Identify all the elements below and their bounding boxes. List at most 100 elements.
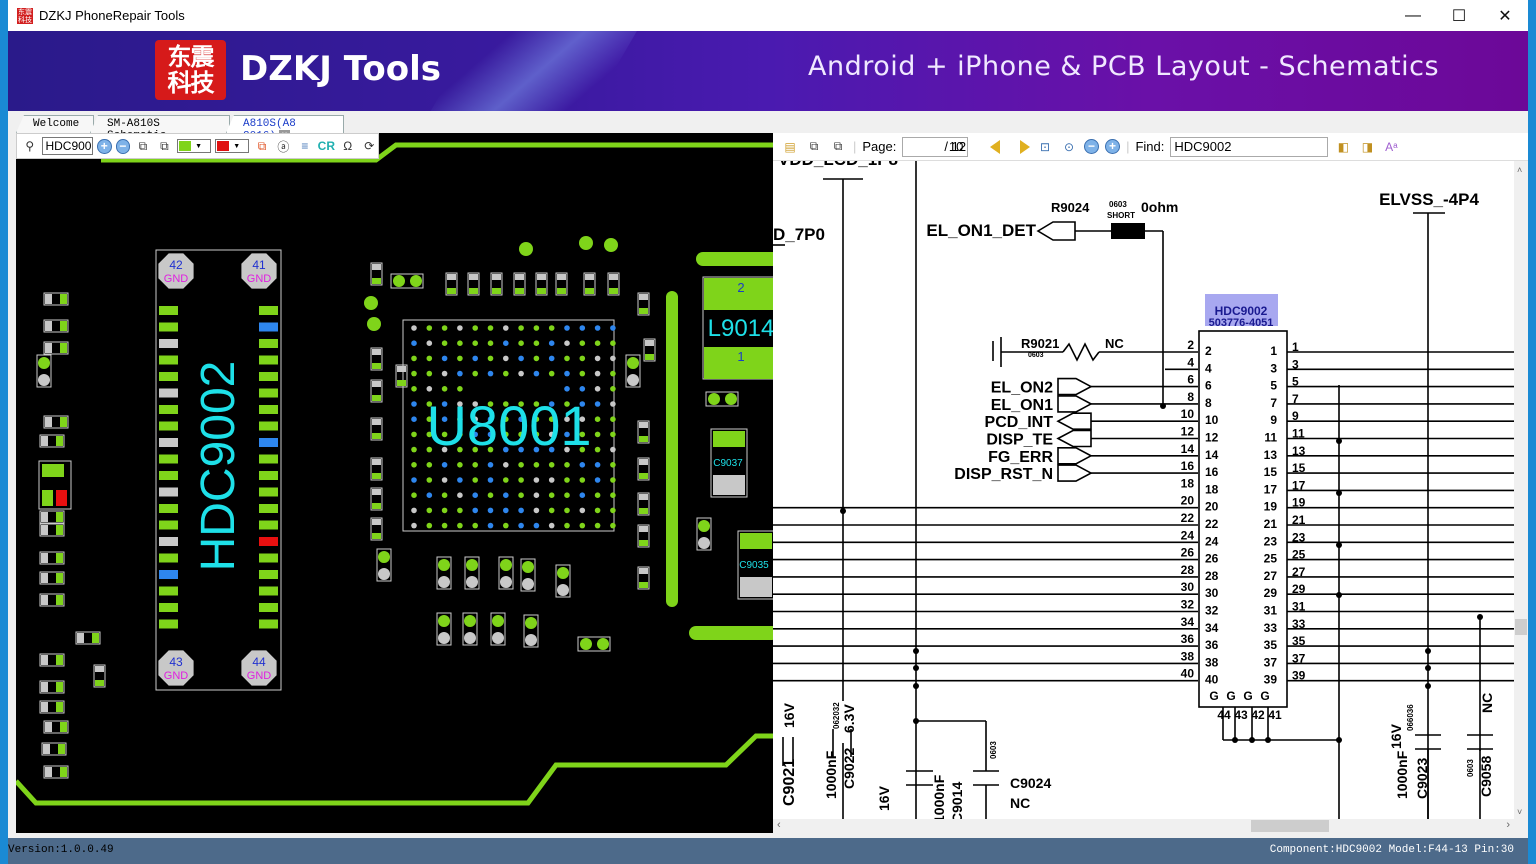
bga-ball	[548, 507, 555, 514]
close-tab-icon[interactable]: ✕	[279, 130, 291, 133]
text-a-icon[interactable]: ⓐ	[277, 139, 290, 154]
layers-icon[interactable]: ⧉	[257, 138, 267, 153]
junction-dot	[1477, 614, 1483, 620]
connector-pad	[259, 322, 278, 332]
find-prev-icon[interactable]: ◧	[1337, 139, 1350, 154]
bga-ball	[594, 462, 601, 468]
tab-welcome[interactable]: Welcome	[16, 115, 94, 133]
horizontal-scrollbar[interactable]: ‹ ›	[773, 819, 1528, 833]
find-input[interactable]: HDC9002	[1170, 136, 1329, 157]
close-button[interactable]: ✕	[1498, 7, 1512, 25]
pin-number-outer: 36	[1181, 632, 1195, 646]
scroll-up-icon[interactable]: ˄	[1517, 165, 1523, 175]
scroll-right-icon[interactable]: ›	[1506, 819, 1510, 831]
vertical-scrollbar[interactable]: ˄ ˅	[1514, 161, 1528, 821]
pin-number-outer: 28	[1181, 563, 1195, 577]
bga-ball	[594, 340, 601, 346]
copy-page-icon[interactable]: ⧉	[809, 139, 819, 153]
pin-number-inner: 15	[1264, 465, 1278, 479]
bga-ball	[426, 477, 433, 483]
cr-button[interactable]: CR	[317, 139, 335, 153]
list-icon[interactable]: ≡	[301, 139, 309, 153]
font-icon[interactable]: Aᵃ	[1385, 139, 1398, 154]
smd-component	[395, 364, 408, 388]
flip-front-icon[interactable]: ⧉	[138, 138, 148, 153]
open-file-icon[interactable]: ▤	[784, 139, 796, 154]
next-page-icon[interactable]	[1020, 139, 1031, 154]
color-select-2[interactable]: ▼	[215, 139, 250, 153]
bga-ball	[533, 507, 540, 514]
bga-ball	[518, 522, 524, 529]
zoom-in-icon[interactable]: +	[1105, 139, 1121, 154]
horizontal-scroll-thumb[interactable]	[1251, 820, 1329, 832]
pcb-toolbar: ⚲ HDC900 + − ⧉ ⧉ ▼ ▼ ⧉ ⓐ ≡ CR Ω ⟳	[16, 133, 379, 159]
zoom-in-icon[interactable]: +	[97, 138, 112, 154]
u8001-outline	[402, 319, 615, 532]
cap-voltage: 6.3V	[841, 704, 857, 733]
bga-ball	[564, 492, 570, 499]
zoom-out-icon[interactable]: −	[115, 138, 131, 154]
fit-page-icon[interactable]: ⊙	[1064, 139, 1075, 154]
tab-schematic[interactable]: SM-A810S Schematic	[90, 115, 230, 133]
chevron-down-icon: ▼	[233, 142, 241, 150]
bga-ball	[503, 507, 509, 514]
color-swatch-red	[217, 141, 230, 151]
find-next-icon[interactable]: ◨	[1361, 139, 1374, 154]
header-banner: 东震科技 DZKJ Tools Android + iPhone & PCB L…	[8, 31, 1528, 111]
toolbar-separator: |	[853, 139, 857, 154]
bga-ball	[594, 477, 601, 483]
bga-ball	[426, 462, 433, 468]
zoom-out-icon[interactable]: −	[1084, 139, 1100, 154]
bga-ball	[426, 325, 433, 331]
connector-pad	[159, 388, 178, 398]
bga-ball	[441, 386, 448, 392]
color-select-1[interactable]: ▼	[177, 139, 212, 153]
bga-ball	[472, 446, 479, 453]
bga-ball	[487, 431, 494, 438]
bga-ball	[533, 446, 540, 453]
minimize-button[interactable]: —	[1405, 6, 1421, 24]
pin-number-outer: 29	[1292, 582, 1306, 596]
pin-number-inner: 28	[1205, 569, 1219, 583]
omega-button[interactable]: Ω	[343, 139, 353, 153]
bga-ball	[564, 340, 570, 346]
flip-back-icon[interactable]: ⧉	[160, 138, 169, 153]
fit-width-icon[interactable]: ⊡	[1040, 139, 1051, 154]
maximize-button[interactable]: ☐	[1451, 7, 1467, 25]
rotate-icon[interactable]: ⟳	[364, 139, 375, 153]
bga-ball	[503, 522, 509, 529]
cap-pkg: 0603	[1466, 759, 1475, 777]
bga-ball	[411, 522, 417, 529]
tab-board[interactable]: A810S(A8 2016)✕	[226, 115, 344, 133]
search-icon[interactable]: ⚲	[25, 139, 35, 153]
smd-component	[39, 523, 65, 537]
pin-number-inner: 29	[1264, 586, 1278, 600]
via-pad	[364, 296, 378, 310]
c9035-outline	[737, 530, 773, 600]
smd-component	[555, 564, 571, 598]
pcb-search-input[interactable]: HDC900	[42, 137, 93, 155]
scroll-left-icon[interactable]: ‹	[777, 819, 781, 831]
connector-pad	[159, 372, 178, 381]
smd-component	[376, 548, 392, 582]
pin-number-inner: 8	[1205, 396, 1212, 410]
junction-dot	[1336, 490, 1342, 496]
paste-page-icon[interactable]: ⧉	[833, 139, 843, 153]
component-ref: HDC9002	[1215, 304, 1268, 318]
pin-number-outer: 5	[1292, 375, 1299, 389]
bga-ball	[610, 386, 616, 392]
pin-number-inner: 25	[1264, 552, 1278, 566]
page-number-input[interactable]: 10	[902, 136, 969, 157]
bga-ball	[610, 416, 616, 423]
bga-ball	[518, 355, 524, 362]
scroll-down-icon[interactable]: ˅	[1517, 807, 1523, 817]
prev-page-icon[interactable]	[990, 139, 1001, 154]
net-label: ELVSS_-4P4	[1379, 190, 1479, 209]
schematic-view[interactable]: ▤ ⧉ ⧉ | Page: 10 / 12 ⊡ ⊙ − + | Find: HD…	[773, 133, 1528, 833]
cap-pkg: 0603	[989, 741, 998, 759]
vertical-scroll-thumb[interactable]	[1515, 619, 1527, 635]
gnd-pad-net: GND	[164, 273, 189, 285]
